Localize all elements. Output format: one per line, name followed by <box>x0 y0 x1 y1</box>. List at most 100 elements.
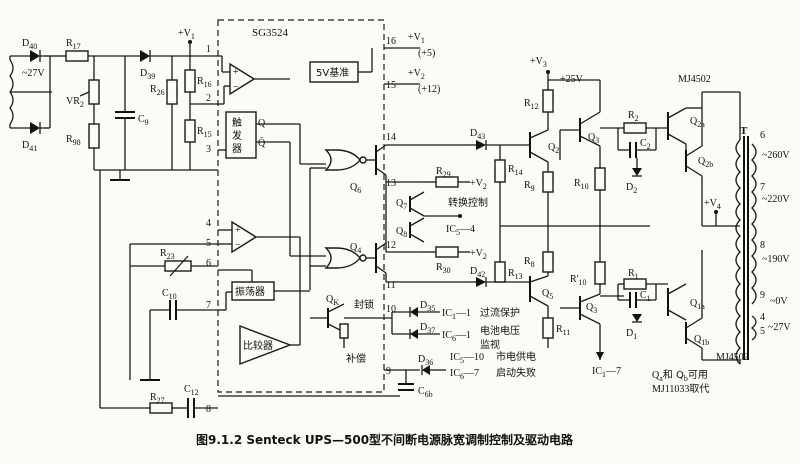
r23-resistor <box>164 260 192 272</box>
svg-text:Q1a: Q1a <box>690 298 705 311</box>
svg-text:C12: C12 <box>184 384 199 397</box>
r98-resistor <box>88 123 100 149</box>
svg-text:R9: R9 <box>524 180 535 193</box>
svg-text:9: 9 <box>760 290 765 301</box>
convert-control-label: 转换控制 <box>448 196 488 209</box>
chip-name: SG3524 <box>252 27 289 39</box>
d35-diode <box>410 307 418 317</box>
svg-text:R27: R27 <box>150 392 165 405</box>
svg-text:Q1b: Q1b <box>694 334 709 347</box>
svg-text:VR2: VR2 <box>66 96 84 109</box>
trigger-flipflop <box>225 111 257 159</box>
pin-4: 4 <box>206 218 211 229</box>
d1-diode <box>632 314 642 322</box>
svg-text:R98: R98 <box>66 134 81 147</box>
svg-text:C10: C10 <box>162 288 177 301</box>
svg-text:IC6—1: IC6—1 <box>442 330 471 343</box>
pin-7: 7 <box>206 300 211 311</box>
svg-text:IC6—7: IC6—7 <box>450 368 479 381</box>
d40-diode <box>30 50 40 62</box>
svg-text:D36: D36 <box>418 354 433 367</box>
r2-resistor <box>623 122 647 134</box>
r15-resistor <box>184 119 196 143</box>
svg-text:6: 6 <box>760 130 765 141</box>
error-amplifier <box>229 62 256 96</box>
svg-text:D42: D42 <box>470 266 485 279</box>
r11-resistor <box>542 317 554 339</box>
svg-text:器: 器 <box>232 143 242 155</box>
tap-0v: ~0V <box>770 296 788 307</box>
pin-14: 14 <box>386 132 396 143</box>
svg-text:R26: R26 <box>150 84 165 97</box>
transformer-label: T <box>740 125 748 137</box>
svg-text:8: 8 <box>760 240 765 251</box>
d40-label: D <box>22 38 29 49</box>
svg-text:D1: D1 <box>626 328 637 341</box>
svg-text:R15: R15 <box>197 126 212 139</box>
svg-text:D43: D43 <box>470 128 485 141</box>
r13-resistor <box>494 261 506 283</box>
svg-text:IC1—7: IC1—7 <box>592 366 621 379</box>
svg-text:Q3: Q3 <box>586 302 597 315</box>
svg-text:Q2: Q2 <box>548 142 559 155</box>
pin-1: 1 <box>206 44 211 55</box>
pin-15: 15 <box>386 80 396 91</box>
svg-text:C9: C9 <box>138 114 149 127</box>
svg-text:R10: R10 <box>574 178 589 191</box>
svg-text:R30: R30 <box>436 262 451 275</box>
svg-text:+V1: +V1 <box>178 28 195 41</box>
r10b-resistor <box>594 261 606 285</box>
svg-text:4: 4 <box>760 312 765 323</box>
tap-220v: ~220V <box>762 194 790 205</box>
mj4502-bottom-label: MJ4502 <box>716 352 749 363</box>
d41-diode <box>30 122 40 134</box>
svg-text:C6b: C6b <box>418 386 433 399</box>
pin-9: 9 <box>386 366 391 377</box>
figure-caption: 图9.1.2 Senteck UPS—500型不间断电源脉宽调制控制及驱动电路 <box>196 432 574 447</box>
pin-10: 10 <box>386 304 396 315</box>
svg-text:R14: R14 <box>508 164 523 177</box>
vr2-pot <box>88 79 100 105</box>
svg-text:Q5: Q5 <box>542 288 553 301</box>
svg-text:+V3: +V3 <box>530 56 547 69</box>
ref-5v-label: 5V基准 <box>316 66 349 79</box>
svg-text:比较器: 比较器 <box>243 339 273 352</box>
current-limit-amp <box>231 220 258 254</box>
svg-text:(+5): (+5) <box>418 48 435 59</box>
pin-12: 12 <box>386 240 396 251</box>
svg-text:D35: D35 <box>420 300 435 313</box>
svg-text:(+12): (+12) <box>418 84 440 95</box>
svg-text:IC5—4: IC5—4 <box>446 224 475 237</box>
svg-text:Q4: Q4 <box>350 242 361 255</box>
nor-gate-b <box>324 247 361 269</box>
svg-text:R29: R29 <box>436 166 451 179</box>
r30-resistor <box>435 246 459 258</box>
r10a-resistor <box>594 167 606 191</box>
svg-text:过流保护: 过流保护 <box>480 306 520 319</box>
svg-text:D41: D41 <box>22 140 37 153</box>
pin-16: 16 <box>386 36 396 47</box>
svg-text:−: − <box>235 240 241 251</box>
d42-diode <box>476 277 486 287</box>
svg-text:R23: R23 <box>160 248 175 261</box>
comparator <box>239 324 292 366</box>
svg-text:R16: R16 <box>197 76 212 89</box>
mj4502-top-label: MJ4502 <box>678 74 711 85</box>
tap-190v: ~190V <box>762 254 790 265</box>
svg-text:7: 7 <box>760 182 765 193</box>
svg-text:R2: R2 <box>628 110 639 123</box>
r16-resistor <box>184 69 196 93</box>
svg-text:+V1: +V1 <box>408 32 425 45</box>
r26-resistor <box>166 79 178 105</box>
svg-text:R8: R8 <box>524 256 535 269</box>
svg-text:振荡器: 振荡器 <box>235 285 265 298</box>
svg-text:IC1—1: IC1—1 <box>442 308 471 321</box>
svg-text:D39: D39 <box>140 68 155 81</box>
svg-text:Q̄: Q̄ <box>258 137 266 149</box>
svg-text:R11: R11 <box>556 324 570 337</box>
svg-text:+V2: +V2 <box>470 178 487 191</box>
svg-text:启动失败: 启动失败 <box>496 366 536 379</box>
svg-text:C1: C1 <box>640 290 651 303</box>
r17-resistor <box>65 50 89 62</box>
